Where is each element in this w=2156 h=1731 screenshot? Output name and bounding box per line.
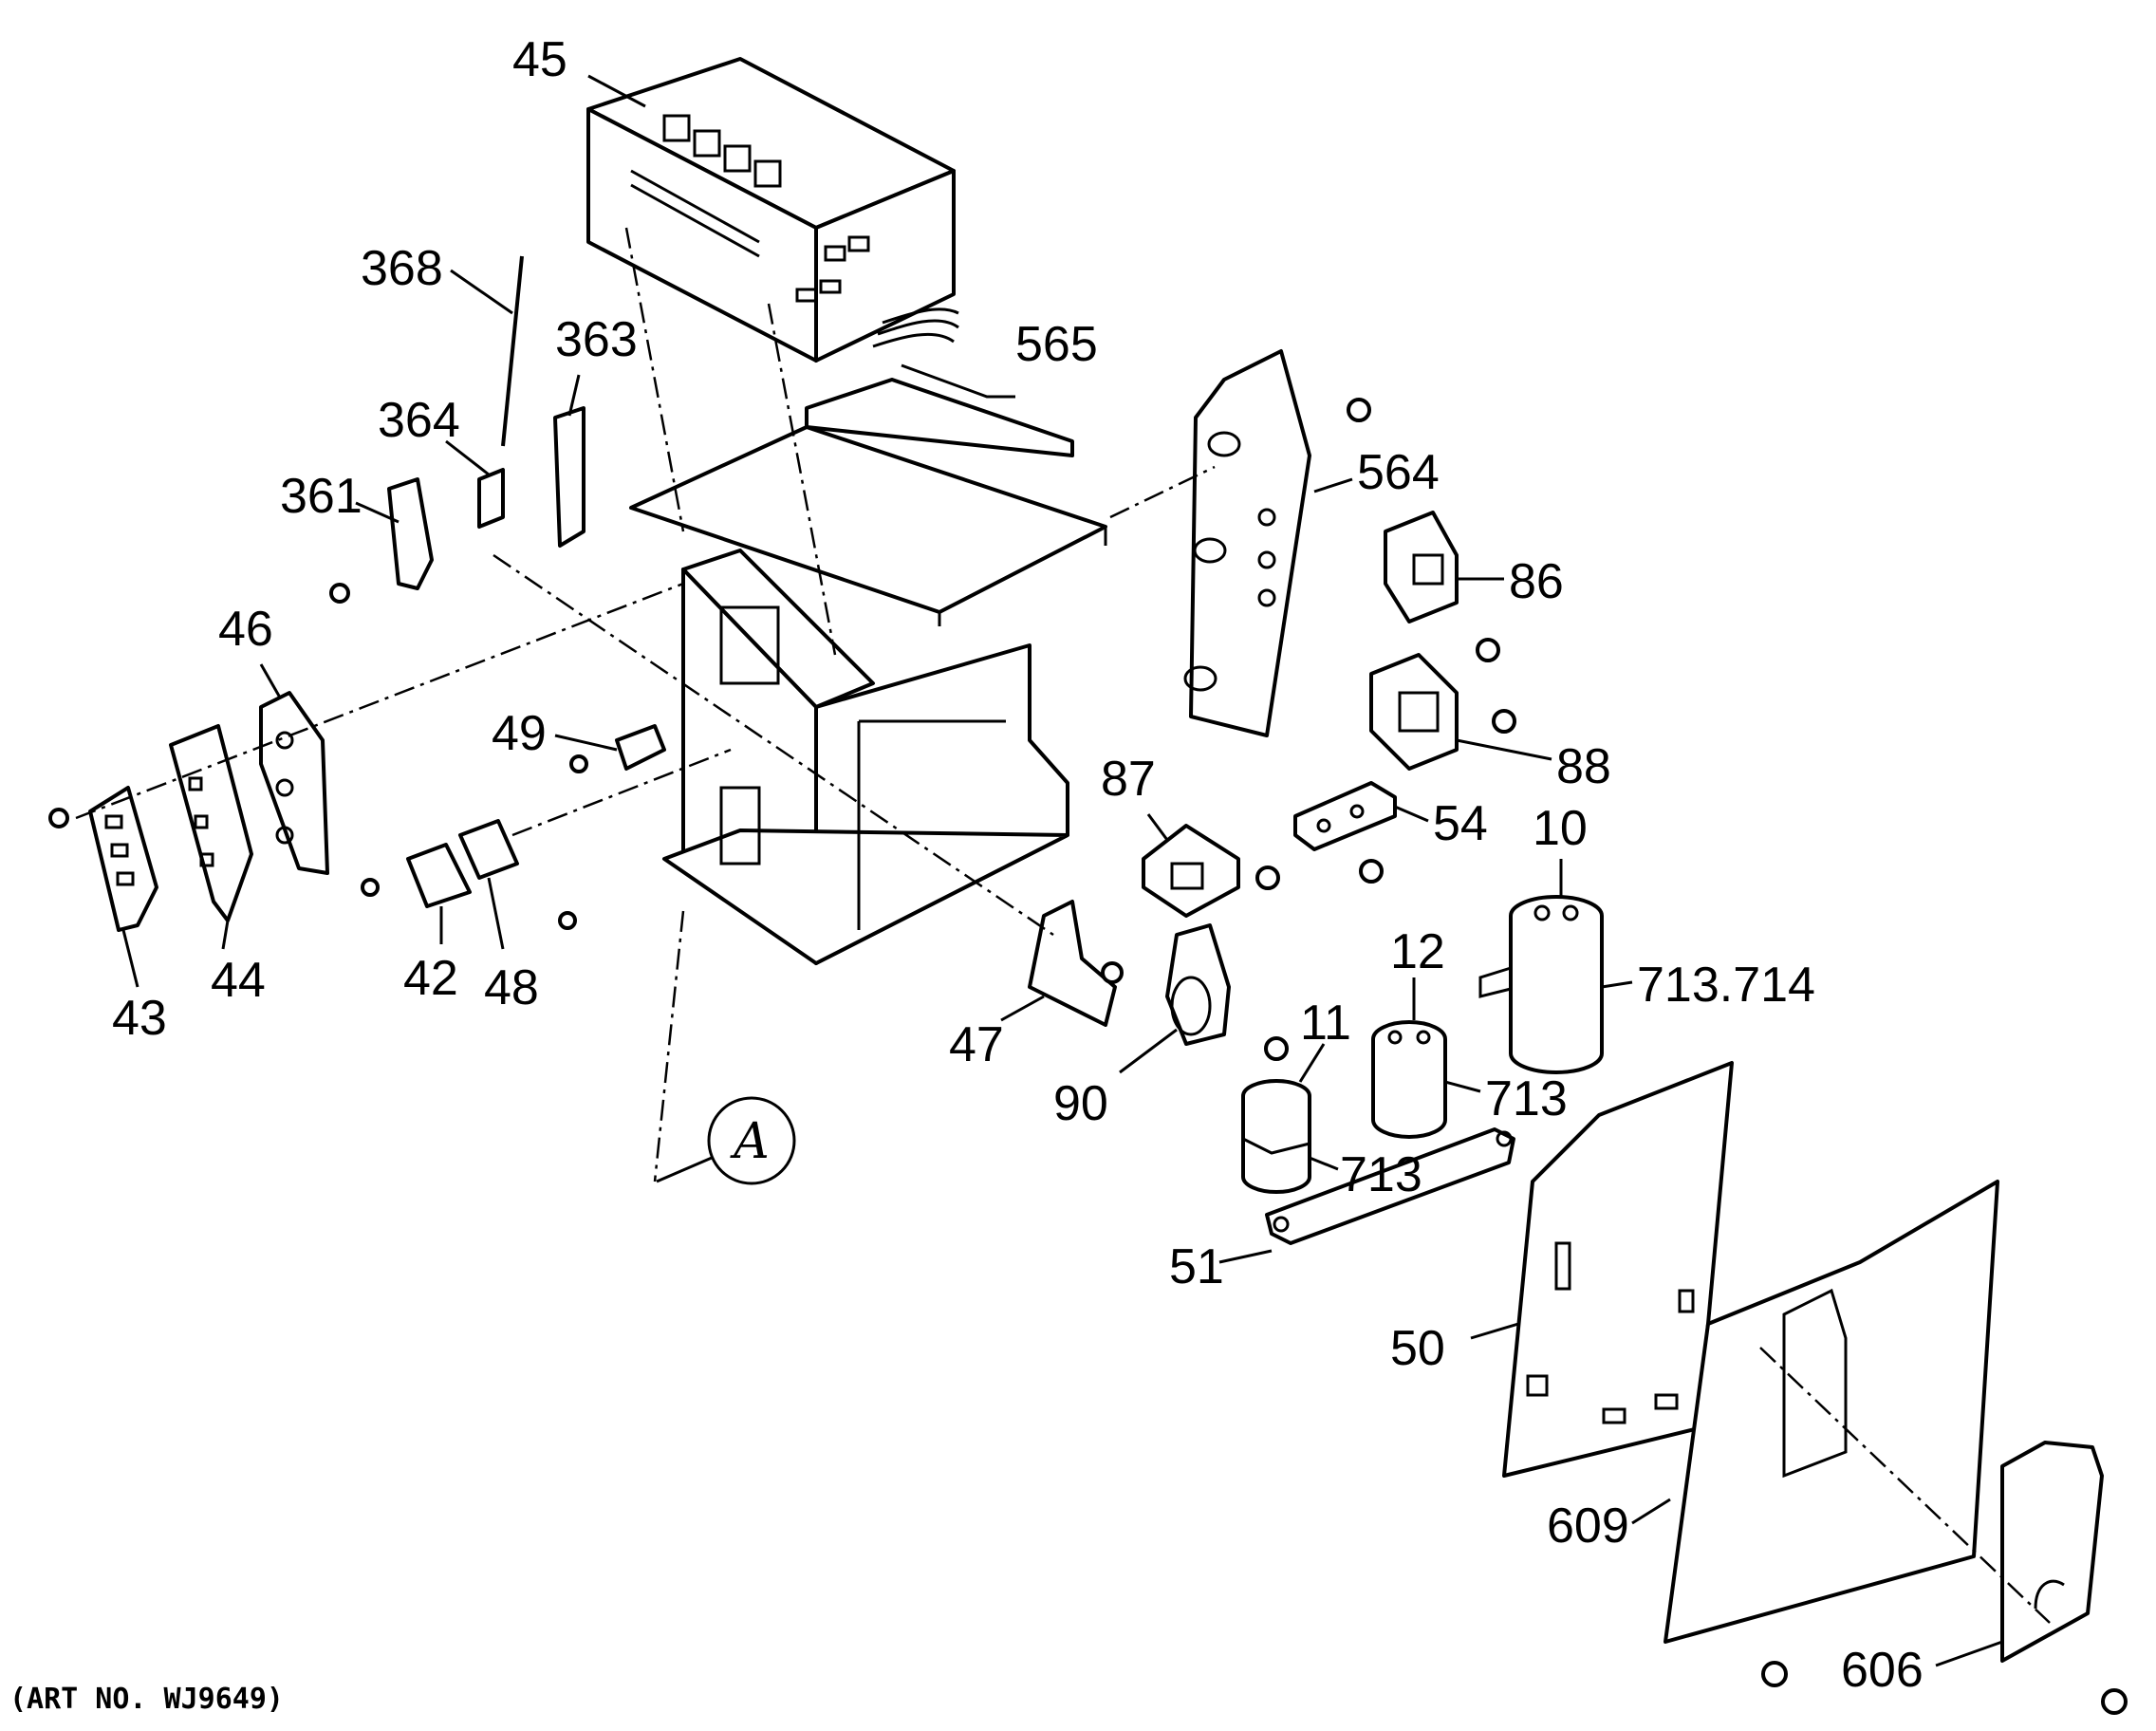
callout-44: 44 xyxy=(211,953,266,1008)
part-606-cover xyxy=(2000,1441,2104,1663)
part-564-bracket xyxy=(1183,349,1311,737)
callout-11: 11 xyxy=(1300,996,1351,1051)
part-368-rod xyxy=(501,255,524,447)
alignment-lines xyxy=(75,227,2051,1624)
callout-364: 364 xyxy=(378,393,460,448)
part-48-switch xyxy=(458,819,519,880)
callout-50: 50 xyxy=(1390,1321,1445,1376)
part-54-bracket xyxy=(1293,781,1397,851)
callout-10: 10 xyxy=(1533,801,1588,856)
part-51-mounting-bar xyxy=(1265,1127,1515,1245)
part-90-transformer xyxy=(1165,923,1231,1046)
callout-86: 86 xyxy=(1509,554,1564,609)
callout-42: 42 xyxy=(403,951,458,1006)
view-marker-a: A xyxy=(656,1096,796,1185)
callout-46: 46 xyxy=(218,602,273,657)
leader-lines xyxy=(121,74,2003,1667)
callout-88: 88 xyxy=(1556,739,1611,794)
part-42-gasket xyxy=(406,843,472,908)
part-50-panel xyxy=(1502,1061,1734,1478)
callout-713-left: 713 xyxy=(1340,1147,1422,1202)
callout-609: 609 xyxy=(1547,1498,1629,1554)
part-88-relay xyxy=(1369,653,1459,771)
part-49-sensor xyxy=(615,724,666,771)
callout-12: 12 xyxy=(1390,924,1445,979)
part-609-back-panel xyxy=(1663,1180,1999,1644)
callout-47: 47 xyxy=(949,1017,1004,1072)
callout-48: 48 xyxy=(484,960,539,1015)
callout-565: 565 xyxy=(1015,317,1098,372)
part-11-capacitor xyxy=(1241,1079,1311,1194)
callout-368: 368 xyxy=(361,241,443,296)
callouts: 45 368 363 565 364 564 361 86 46 49 88 8… xyxy=(112,32,1924,1698)
part-10-capacitor xyxy=(1478,895,1604,1074)
part-363-bracket xyxy=(553,406,585,548)
part-47-bracket xyxy=(1028,900,1117,1027)
callout-606: 606 xyxy=(1841,1643,1924,1698)
part-12-capacitor xyxy=(1371,1020,1447,1139)
callout-87: 87 xyxy=(1101,752,1156,807)
part-86-relay xyxy=(1384,511,1459,624)
part-45-control-panel xyxy=(586,57,959,363)
callout-713-714: 713.714 xyxy=(1637,958,1815,1013)
callout-43: 43 xyxy=(112,991,167,1046)
main-chassis xyxy=(662,549,1069,965)
callout-564: 564 xyxy=(1357,445,1440,500)
callout-363: 363 xyxy=(555,312,638,367)
part-44-switch-block xyxy=(169,724,253,922)
part-361-plate xyxy=(387,477,434,590)
callout-45: 45 xyxy=(512,32,567,87)
view-marker-label: A xyxy=(730,1113,770,1170)
callout-54: 54 xyxy=(1433,796,1488,851)
callout-713-right: 713 xyxy=(1485,1071,1568,1126)
callout-90: 90 xyxy=(1053,1076,1108,1131)
part-565-shelf xyxy=(629,378,1107,626)
callout-361: 361 xyxy=(280,469,362,524)
art-number: (ART NO. WJ9649) xyxy=(9,1683,284,1716)
part-364-clip xyxy=(477,468,505,529)
part-43-plate xyxy=(88,786,158,932)
part-87-relay xyxy=(1142,824,1240,918)
screws xyxy=(48,398,2128,1715)
callout-51: 51 xyxy=(1169,1239,1224,1294)
part-46-switch-board xyxy=(259,691,329,875)
callout-49: 49 xyxy=(492,706,547,761)
